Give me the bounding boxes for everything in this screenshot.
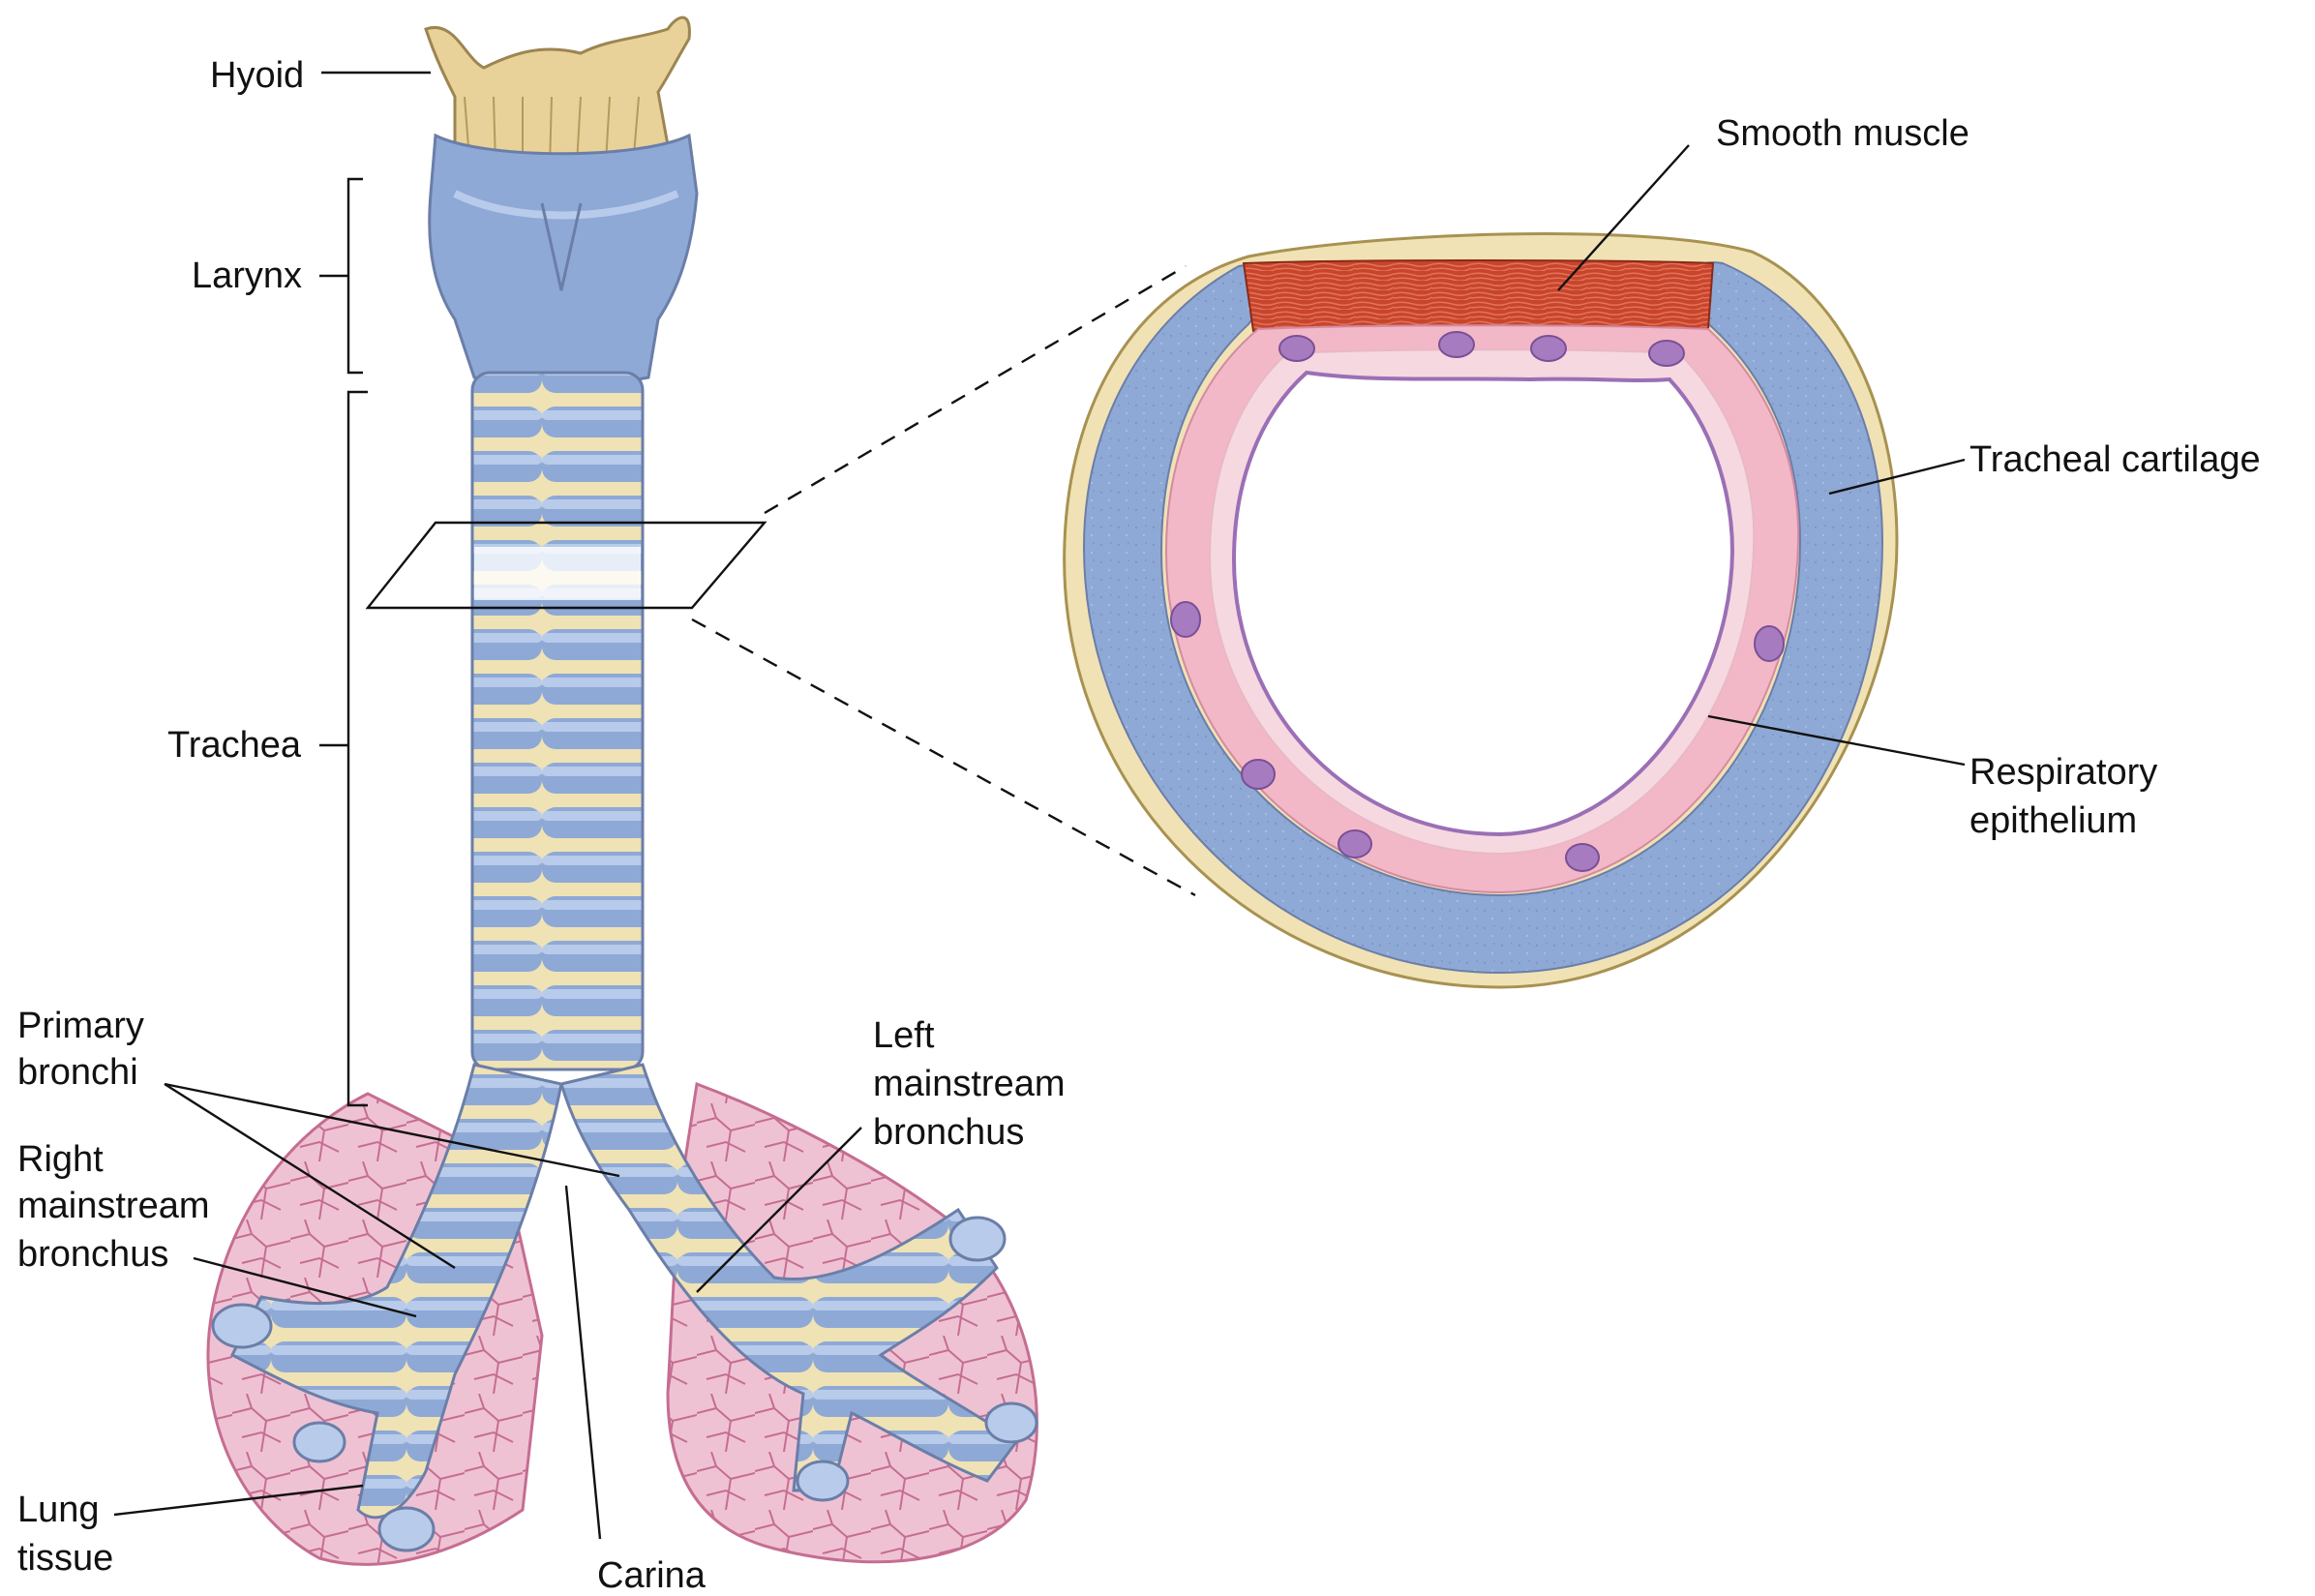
primary-bronchi-label-line1: Primary [17,1006,144,1046]
left-mainstream-label-line1: Left [873,1015,935,1056]
hyoid-label: Hyoid [210,55,304,96]
right-mainstream-label-line3: bronchus [17,1234,168,1275]
smooth-muscle-label: Smooth muscle [1716,113,1969,154]
right-mainstream-label-line2: mainstream [17,1186,210,1226]
smooth-muscle-band [1244,260,1713,331]
left-mainstream-label-line3: bronchus [873,1112,1024,1153]
left-mainstream-label-line2: mainstream [873,1064,1066,1104]
trachea-illustration [208,17,1037,1564]
respiratory-epithelium-label-line1: Respiratory [1969,752,2157,793]
trachea-cross-section [1065,233,1897,987]
larynx-cartilage [430,136,697,385]
tracheal-cartilage-label: Tracheal cartilage [1969,439,2261,480]
carina-label: Carina [597,1555,707,1596]
larynx-label: Larynx [192,256,302,296]
trachea-tube [472,373,643,1069]
right-mainstream-label-line1: Right [17,1139,104,1180]
trachea-label: Trachea [167,725,302,766]
lung-tissue-label-line2: tissue [17,1538,113,1579]
lung-tissue-label-line1: Lung [17,1490,100,1530]
respiratory-epithelium-label-line2: epithelium [1969,800,2137,841]
primary-bronchi-label-line2: bronchi [17,1052,138,1093]
